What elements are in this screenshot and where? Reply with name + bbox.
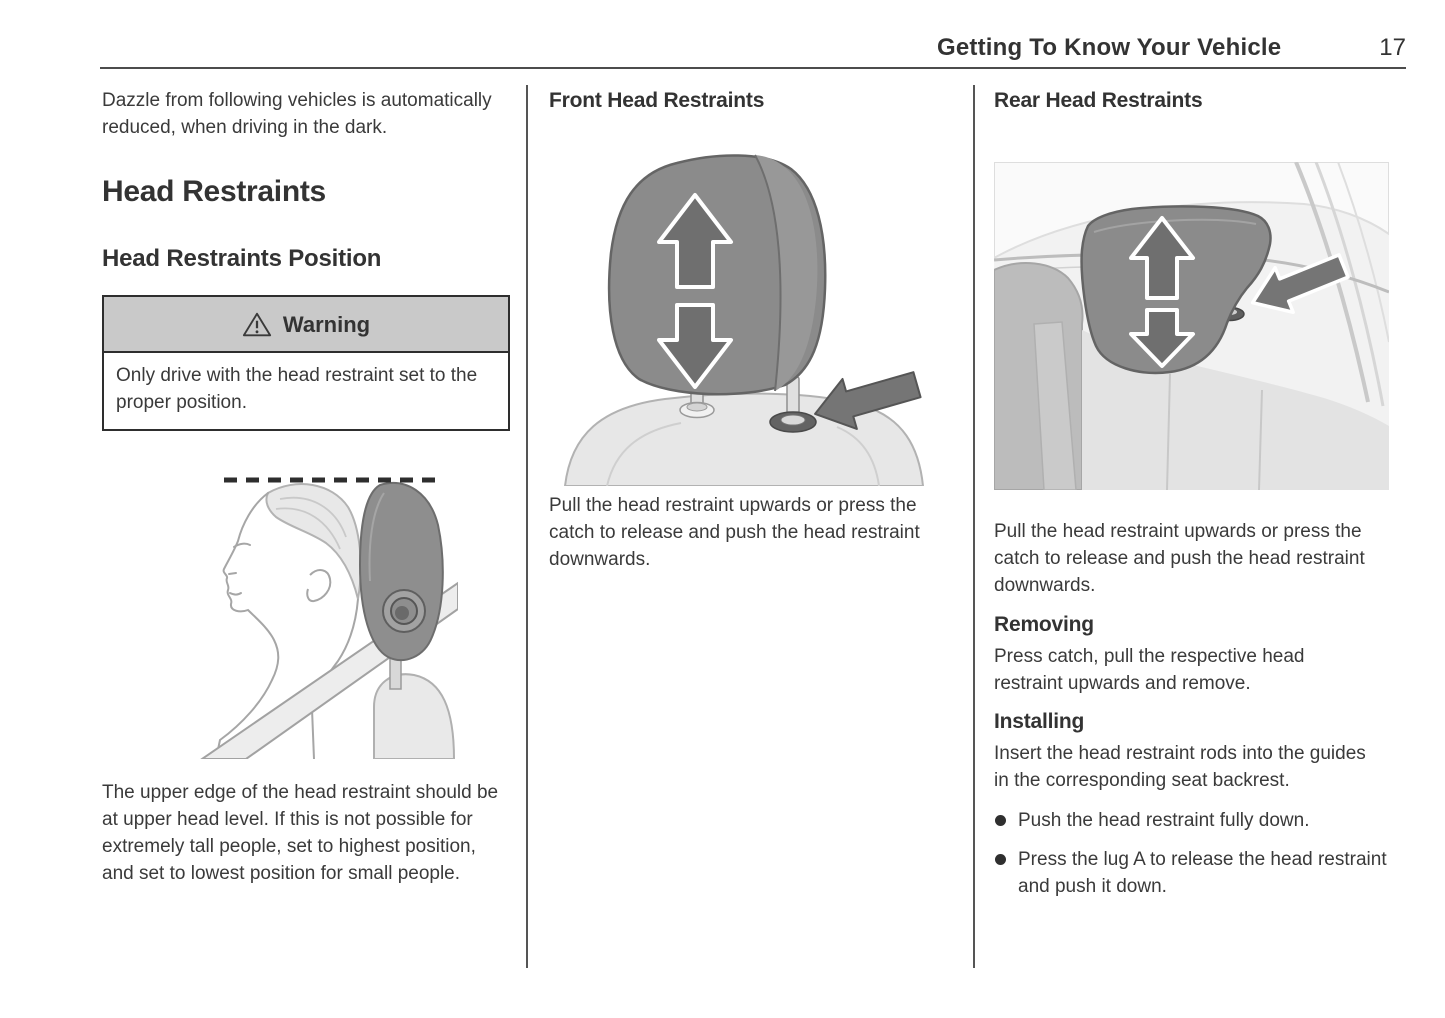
list-item-text: Press the lug A to release the head rest… (1018, 849, 1387, 897)
catch-pointer-arrow-icon (1250, 253, 1350, 314)
column-divider-1 (526, 85, 528, 968)
removing-heading: Removing (994, 613, 1094, 636)
installing-paragraph: Insert the head restraint rods into the … (994, 743, 1366, 791)
warning-triangle-icon (242, 311, 272, 338)
down-arrow-icon (1129, 308, 1195, 368)
restraint-knob (382, 589, 426, 633)
header-rule (100, 67, 1406, 69)
warning-label: Warning (282, 311, 371, 337)
removing-paragraph: Press catch, pull the respective head re… (994, 646, 1305, 694)
warning-header: Warning (104, 297, 508, 353)
page-header: Getting To Know Your Vehicle 17 (102, 34, 1406, 62)
warning-box: Warning Only drive with the head restrai… (102, 295, 510, 431)
rear-head-restraint-illustration (994, 162, 1389, 490)
head-restraint-position-illustration (128, 447, 458, 759)
installing-steps-list: Push the head restraint fully down. Pres… (994, 807, 1406, 900)
page-number: 17 (1379, 34, 1406, 61)
rear-restraints-paragraph: Pull the head restraint upwards or press… (994, 521, 1365, 596)
up-arrow-icon (657, 193, 733, 289)
column-divider-2 (973, 85, 975, 968)
chapter-title: Getting To Know Your Vehicle (937, 34, 1282, 61)
bullet-icon (995, 854, 1006, 865)
list-item: Push the head restraint fully down. (994, 807, 1406, 834)
down-arrow-icon (657, 303, 733, 389)
position-paragraph: The upper edge of the head restraint sho… (102, 782, 499, 884)
front-head-restraint-illustration (549, 141, 936, 486)
list-item: Press the lug A to release the head rest… (994, 846, 1406, 900)
rear-restraints-title: Rear Head Restraints (994, 89, 1203, 112)
column-left: Dazzle from following vehicles is automa… (102, 85, 510, 887)
bullet-icon (995, 815, 1006, 826)
installing-heading: Installing (994, 710, 1085, 733)
column-right: Rear Head Restraints (994, 85, 1406, 900)
front-restraints-paragraph: Pull the head restraint upwards or press… (549, 495, 920, 570)
warning-text: Only drive with the head restraint set t… (116, 365, 478, 413)
release-catch (769, 411, 817, 433)
intro-paragraph: Dazzle from following vehicles is automa… (102, 90, 492, 138)
up-arrow-icon (1129, 216, 1195, 300)
list-item-text: Push the head restraint fully down. (1018, 810, 1310, 831)
subsection-heading: Head Restraints Position (102, 245, 382, 272)
column-middle: Front Head Restraints (549, 85, 937, 573)
front-restraints-title: Front Head Restraints (549, 89, 765, 112)
section-heading: Head Restraints (102, 175, 326, 208)
catch-pointer-arrow-icon (814, 371, 922, 430)
